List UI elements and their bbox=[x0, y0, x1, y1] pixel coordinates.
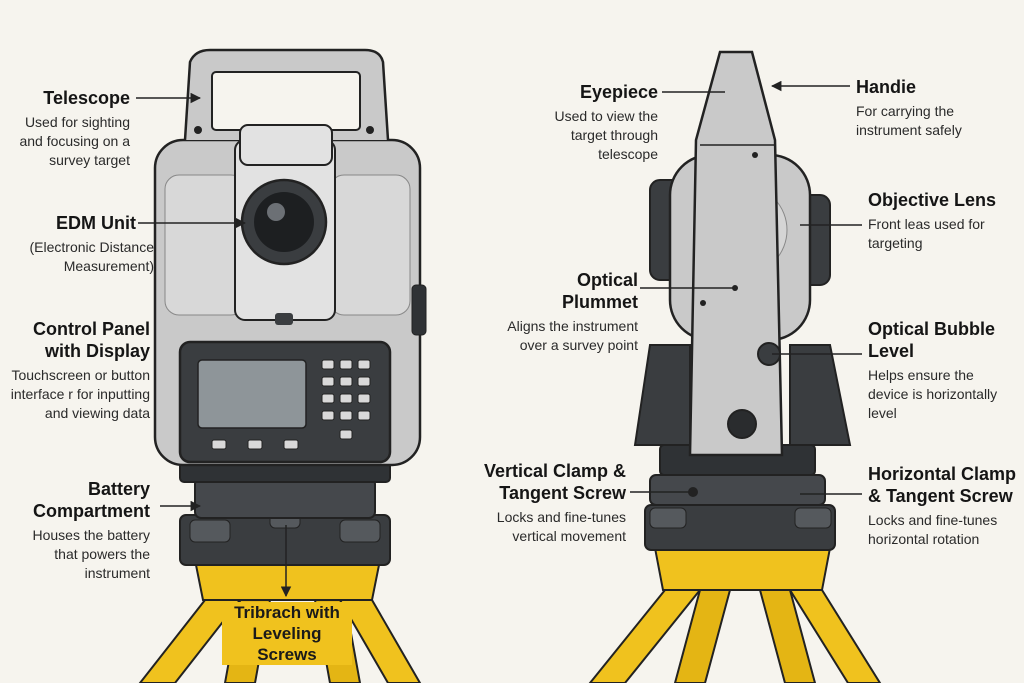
label-horizontal-clamp-title: Horizontal Clamp & Tangent Screw bbox=[868, 464, 1017, 506]
label-edm-title: EDM Unit bbox=[56, 213, 136, 233]
label-battery: Battery Compartment Houses the battery t… bbox=[10, 478, 150, 583]
label-bubble-level: Optical Bubble Level Helps ensure the de… bbox=[868, 318, 1016, 423]
label-tribrach: Tribrach with Leveling Screws bbox=[222, 602, 352, 665]
label-vertical-clamp-title: Vertical Clamp & Tangent Screw bbox=[483, 461, 626, 503]
right-body bbox=[649, 50, 831, 457]
label-vertical-clamp-desc: Locks and fine-tunes vertical movement bbox=[496, 509, 626, 544]
leader-lines bbox=[136, 80, 862, 598]
label-eyepiece: Eyepiece Used to view the target through… bbox=[520, 81, 659, 164]
label-optical-plummet: Optical Plummet Aligns the instrument ov… bbox=[500, 269, 638, 355]
label-handle: Handie For carrying the instrument safel… bbox=[856, 76, 1016, 140]
label-edm: EDM Unit (Electronic Distance Measuremen… bbox=[6, 212, 155, 276]
left-tribrach bbox=[179, 461, 391, 566]
label-eyepiece-desc: Used to view the target through telescop… bbox=[554, 108, 659, 162]
label-control-panel: Control Panel with Display Touchscreen o… bbox=[10, 318, 150, 423]
label-objective-lens-desc: Front leas used for targeting bbox=[868, 216, 985, 251]
label-bubble-level-desc: Helps ensure the device is horizontally … bbox=[868, 367, 998, 421]
label-edm-desc: (Electronic Distance Measurement) bbox=[29, 239, 155, 274]
label-bubble-level-title: Optical Bubble Level bbox=[868, 319, 996, 361]
label-handle-title: Handie bbox=[856, 77, 917, 97]
label-vertical-clamp: Vertical Clamp & Tangent Screw Locks and… bbox=[480, 460, 626, 546]
label-horizontal-clamp-desc: Locks and fine-tunes horizontal rotation bbox=[868, 512, 998, 547]
label-optical-plummet-desc: Aligns the instrument over a survey poin… bbox=[507, 318, 638, 353]
right-base bbox=[633, 344, 852, 551]
label-horizontal-clamp: Horizontal Clamp & Tangent Screw Locks a… bbox=[868, 463, 1018, 549]
label-control-panel-title: Control Panel with Display bbox=[32, 319, 150, 361]
left-telescope bbox=[234, 124, 336, 325]
label-objective-lens: Objective Lens Front leas used for targe… bbox=[868, 189, 1016, 253]
label-tribrach-title: Tribrach with Leveling Screws bbox=[234, 603, 340, 664]
left-handle bbox=[183, 48, 390, 141]
left-control-panel bbox=[178, 340, 392, 464]
label-optical-plummet-title: Optical Plummet bbox=[561, 270, 638, 312]
label-control-panel-desc: Touchscreen or button interface r for in… bbox=[10, 367, 150, 421]
label-telescope-desc: Used for sighting and focusing on a surv… bbox=[19, 114, 130, 168]
label-battery-desc: Houses the battery that powers the instr… bbox=[32, 527, 150, 581]
label-telescope: Telescope Used for sighting and focusing… bbox=[10, 87, 130, 170]
label-eyepiece-title: Eyepiece bbox=[579, 82, 658, 102]
right-tripod bbox=[588, 547, 882, 683]
label-objective-lens-title: Objective Lens bbox=[868, 190, 997, 210]
label-battery-title: Battery Compartment bbox=[32, 479, 150, 521]
label-telescope-title: Telescope bbox=[43, 88, 130, 108]
label-handle-desc: For carrying the instrument safely bbox=[856, 103, 962, 138]
